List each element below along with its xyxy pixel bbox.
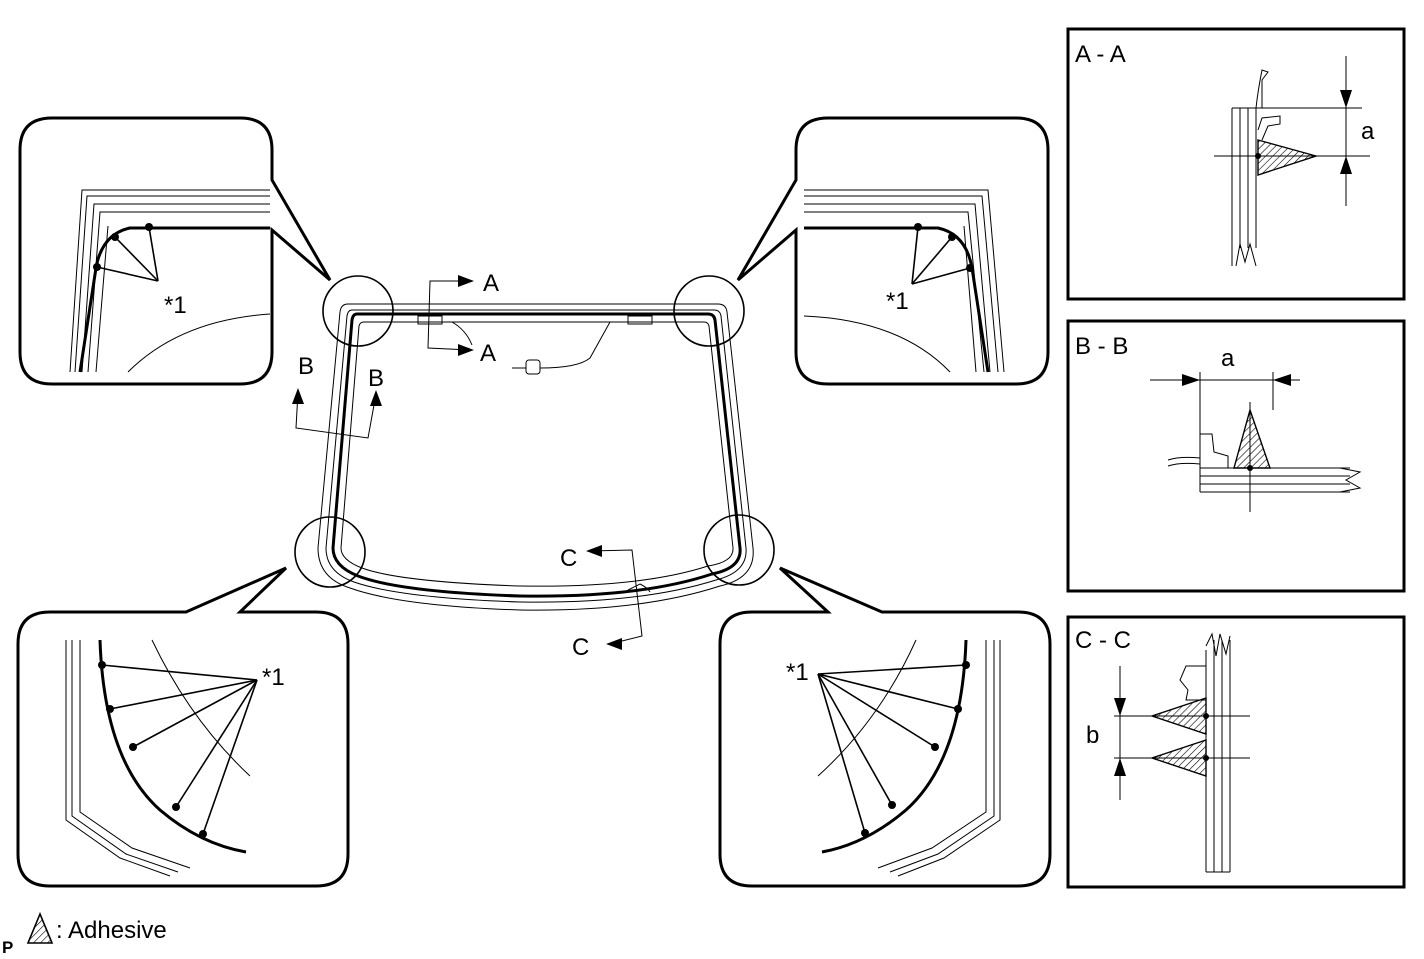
- top-left-marker: *1: [164, 292, 187, 319]
- section-arrow-b: [292, 388, 382, 439]
- section-a-top-label: A: [483, 270, 499, 297]
- section-bb-panel: [1066, 319, 1406, 593]
- section-aa-panel: [1066, 27, 1406, 301]
- legend-adhesive-label: : Adhesive: [56, 917, 167, 944]
- top-right-marker: *1: [886, 288, 909, 315]
- detail-callout-circles: [294, 275, 775, 588]
- bottom-left-marker: *1: [262, 664, 285, 691]
- section-aa-dimension: a: [1361, 118, 1375, 145]
- legend-prefix: P: [2, 938, 13, 957]
- section-aa-title: A - A: [1075, 41, 1126, 68]
- adhesive-symbol-icon: [26, 911, 54, 944]
- detail-top-left: [18, 116, 332, 386]
- section-c-top-label: C: [560, 545, 577, 572]
- section-b-left-label: B: [298, 353, 314, 380]
- detail-bottom-right: [718, 566, 1052, 888]
- detail-bottom-left: [16, 566, 350, 888]
- bottom-right-marker: *1: [786, 659, 809, 686]
- section-bb-title: B - B: [1075, 333, 1128, 360]
- adhesive-legend: [26, 911, 54, 944]
- section-cc-panel: [1066, 615, 1406, 889]
- section-cc-title: C - C: [1075, 627, 1131, 654]
- detail-top-right: [736, 116, 1050, 386]
- section-a-bottom-label: A: [480, 340, 496, 367]
- section-arrow-c: [586, 545, 643, 650]
- section-arrow-a: [427, 275, 474, 356]
- section-bb-dimension: a: [1221, 345, 1235, 372]
- section-b-right-label: B: [368, 365, 384, 392]
- section-cc-dimension: b: [1086, 722, 1099, 749]
- windshield-outline: [317, 303, 754, 611]
- section-c-bottom-label: C: [572, 634, 589, 661]
